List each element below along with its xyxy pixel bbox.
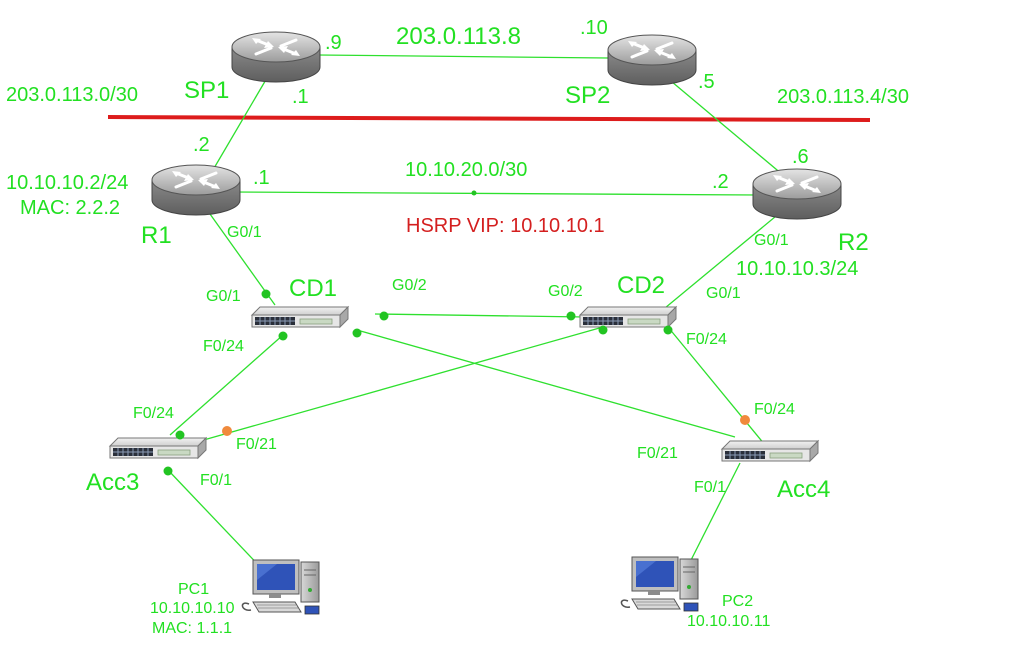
link-r1-r2 [232, 191, 759, 196]
router-r1-icon[interactable] [150, 163, 242, 217]
label-cd2: CD2 [617, 272, 665, 299]
if-acc3-f01: F0/1 [200, 472, 232, 489]
label-cd1: CD1 [289, 275, 337, 302]
if-acc4-f021: F0/21 [637, 445, 678, 462]
link-sp2-r2 [652, 65, 784, 176]
port-dot-acc4-f024 [740, 415, 750, 425]
network-r1-r2-midpoint [471, 190, 477, 196]
port-dots [163, 289, 673, 476]
hsrp-vip-label: HSRP VIP: 10.10.10.1 [406, 215, 605, 237]
octet-r2-to-r1: .2 [712, 171, 729, 193]
label-acc3: Acc3 [86, 469, 139, 496]
port-dot-cd1-f024 [278, 331, 288, 341]
if-r2-g01: G0/1 [754, 232, 789, 249]
pc2-name: PC2 [722, 593, 753, 610]
port-dot-cd2-g02 [566, 311, 576, 321]
router-sp1-icon[interactable] [230, 30, 322, 84]
if-cd1-f024: F0/24 [203, 338, 244, 355]
r2-ip: 10.10.10.3/24 [736, 258, 858, 280]
if-cd2-g02: G0/2 [548, 283, 583, 300]
link-acc3-pc1 [167, 469, 266, 573]
switch-acc4-icon[interactable] [721, 440, 819, 462]
r1-ip: 10.10.10.2/24 [6, 172, 128, 194]
pc2-icon[interactable] [620, 556, 699, 612]
network-sp1-r1: 203.0.113.0/30 [6, 84, 138, 106]
link-acc4-pc2 [684, 462, 741, 573]
blocked-port-dots [222, 415, 750, 436]
port-dot-cd2-f024 [663, 325, 673, 335]
label-r2: R2 [838, 229, 869, 256]
label-sp1: SP1 [184, 77, 229, 104]
port-dot-acc3-f021 [222, 426, 232, 436]
pc1-name: PC1 [178, 581, 209, 598]
label-r1: R1 [141, 222, 172, 249]
if-acc3-f024: F0/24 [133, 405, 174, 422]
pc2-ip: 10.10.10.11 [687, 613, 770, 630]
link-r2-cd2 [664, 201, 794, 309]
port-dot-acc3-f01 [163, 466, 173, 476]
port-dot-cd1-g01 [261, 289, 271, 299]
if-r1-g01: G0/1 [227, 224, 262, 241]
link-cd2-acc4 [667, 326, 766, 446]
octet-sp1-to-r1: .1 [292, 86, 309, 108]
switch-acc3-icon[interactable] [109, 437, 207, 459]
network-sp2-r2: 203.0.113.4/30 [777, 86, 909, 108]
if-cd2-g01: G0/1 [706, 285, 741, 302]
link-sp1-r1 [209, 65, 275, 176]
port-dot-acc3-f024 [175, 430, 185, 440]
if-acc4-f024: F0/24 [754, 401, 795, 418]
link-r1-cd1 [199, 199, 276, 306]
octet-r2-to-sp2: .6 [792, 146, 809, 168]
link-cd1-acc3 [169, 334, 284, 436]
links [167, 54, 794, 573]
label-sp2: SP2 [565, 82, 610, 109]
octet-r1-to-r2: .1 [253, 167, 270, 189]
pc1-ip: 10.10.10.10 [150, 600, 235, 617]
isp-boundary-line [107, 115, 871, 122]
router-sp2-icon[interactable] [606, 33, 698, 87]
pc1-mac: MAC: 1.1.1 [152, 620, 232, 637]
link-cd1-acc4 [356, 329, 736, 438]
link-cd1-cd2 [374, 313, 586, 318]
if-acc4-f01: F0/1 [694, 479, 726, 496]
link-sp1-sp2 [317, 54, 609, 59]
if-cd2-f024: F0/24 [686, 331, 727, 348]
network-sp-link: 203.0.113.8 [396, 23, 521, 50]
pc1-icon[interactable] [241, 559, 320, 615]
link-cd2-acc3 [192, 326, 604, 444]
octet-sp2-to-sp1: .10 [580, 17, 608, 39]
if-cd1-g01: G0/1 [206, 288, 241, 305]
label-acc4: Acc4 [777, 476, 830, 503]
r1-mac: MAC: 2.2.2 [20, 197, 120, 219]
if-acc3-f021: F0/21 [236, 436, 277, 453]
octet-sp2-to-r2: .5 [698, 71, 715, 93]
network-r1-r2: 10.10.20.0/30 [405, 159, 527, 181]
if-cd1-g02: G0/2 [392, 277, 427, 294]
port-dot-cd2-f021 [598, 325, 608, 335]
router-r2-icon[interactable] [751, 167, 843, 221]
port-dot-cd1-f021 [352, 328, 362, 338]
port-dot-cd1-g02 [379, 311, 389, 321]
switch-cd1-icon[interactable] [251, 306, 349, 328]
octet-r1-to-sp1: .2 [193, 134, 210, 156]
octet-sp1-to-sp2: .9 [325, 32, 342, 54]
switch-cd2-icon[interactable] [579, 306, 677, 328]
